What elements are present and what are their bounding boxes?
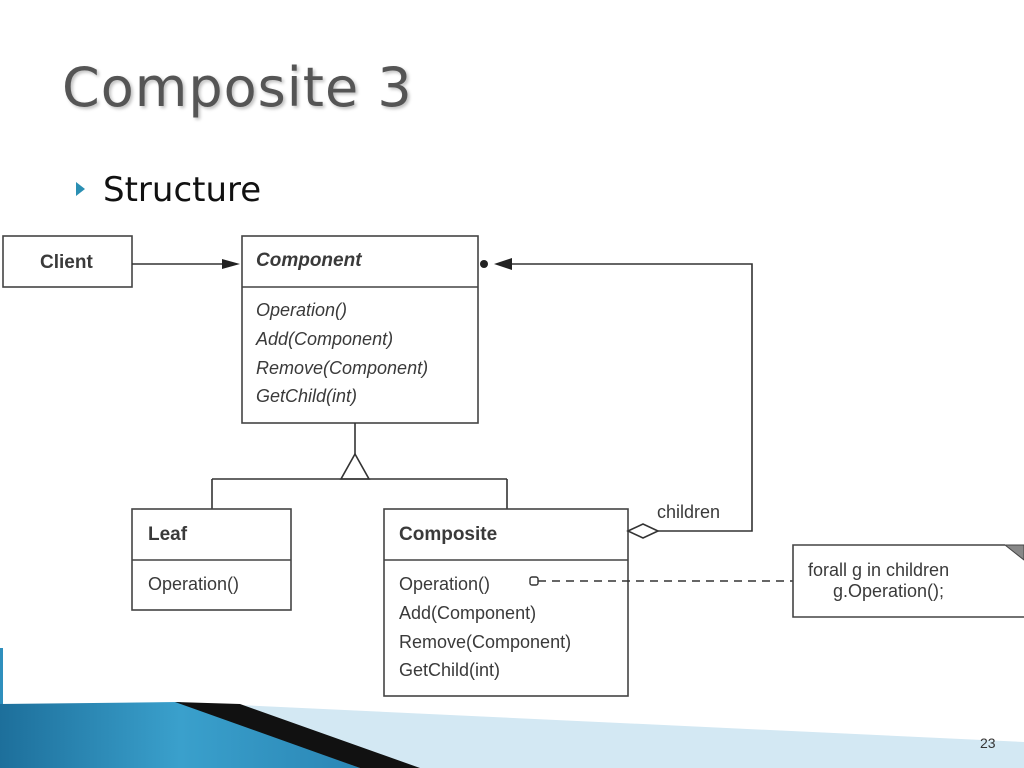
note-box: forall g in children g.Operation();	[792, 544, 1024, 618]
component-operation-1: Operation()	[256, 300, 347, 320]
composite-operation-3: Remove(Component)	[399, 632, 571, 652]
composite-operation-2: Add(Component)	[399, 603, 536, 623]
client-class: Client	[2, 235, 133, 288]
inheritance-arrow	[211, 423, 508, 509]
client-component-association	[132, 259, 240, 269]
component-operation-3: Remove(Component)	[256, 358, 428, 378]
component-operation-2: Add(Component)	[255, 329, 393, 349]
component-class: Component Operation() Add(Component) Rem…	[241, 235, 479, 424]
composite-operation-4: GetChild(int)	[399, 660, 500, 680]
composite-name: Composite	[399, 524, 497, 545]
note-line-2: g.Operation();	[833, 581, 944, 601]
triangle-bullet-icon	[76, 182, 85, 196]
leaf-name: Leaf	[148, 524, 188, 545]
composite-class: Composite Operation() Add(Component) Rem…	[383, 508, 629, 697]
bullet-text: Structure	[103, 170, 262, 210]
left-accent-strip	[0, 648, 3, 708]
component-operation-4: GetChild(int)	[256, 386, 357, 406]
client-name: Client	[40, 252, 93, 273]
leaf-class: Leaf Operation()	[131, 508, 292, 611]
note-line-1: forall g in children	[808, 560, 949, 580]
leaf-operation-1: Operation()	[148, 574, 239, 594]
bottom-decoration	[0, 702, 1024, 768]
composite-operation-1: Operation()	[399, 574, 490, 594]
note-connector	[529, 576, 793, 586]
component-name: Component	[256, 250, 362, 271]
slide-number: 23	[980, 735, 996, 751]
children-label: children	[657, 502, 720, 522]
slide-title: Composite 3	[62, 56, 413, 119]
children-aggregation: children	[480, 258, 753, 539]
